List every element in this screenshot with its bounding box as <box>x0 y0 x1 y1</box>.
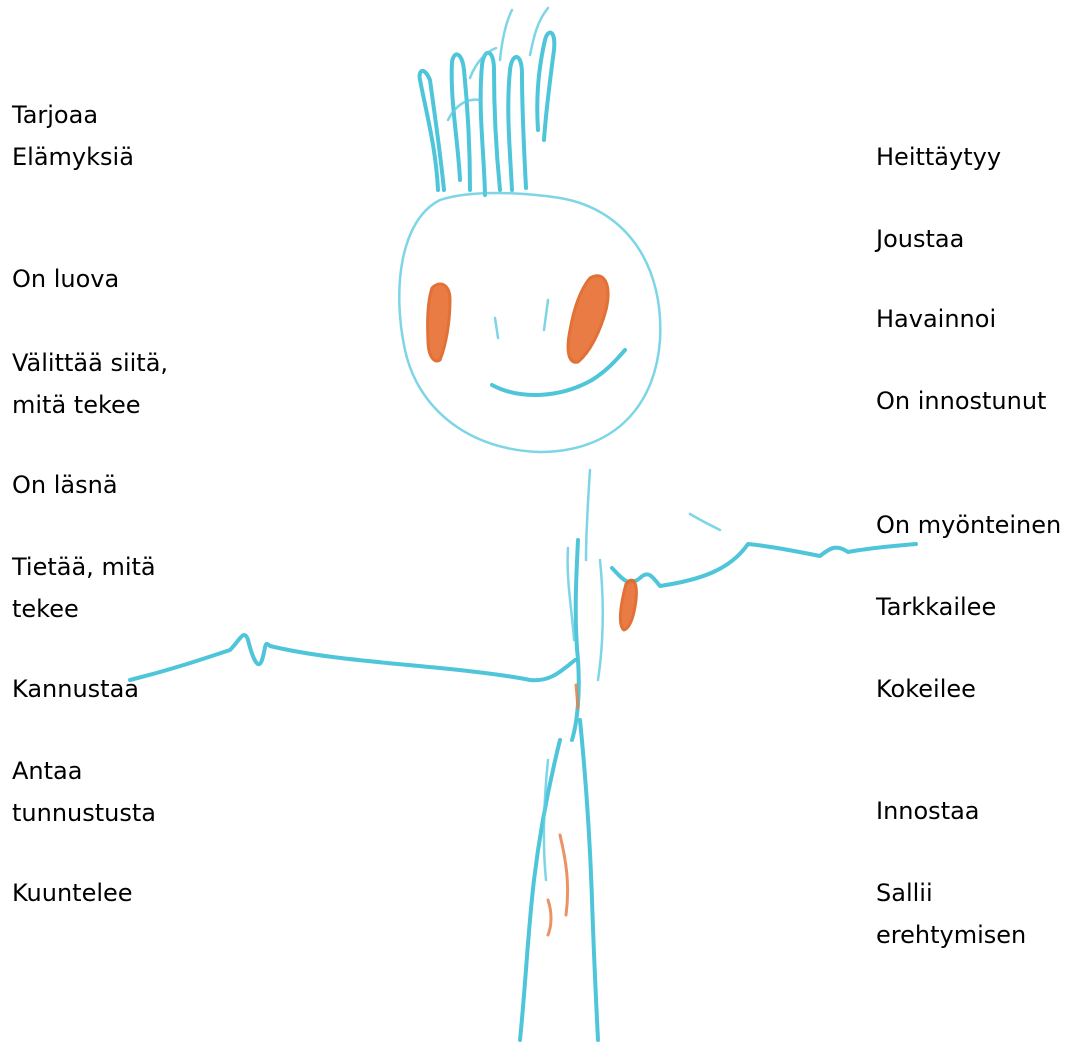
left-leg <box>520 740 560 1040</box>
left-arm <box>130 635 575 680</box>
label-kuuntelee: Kuuntelee <box>12 872 133 914</box>
right-arm <box>612 544 916 586</box>
label-joustaa: Joustaa <box>876 218 964 260</box>
smile <box>492 350 625 395</box>
right-cheek <box>568 276 608 362</box>
label-kokeilee: Kokeilee <box>876 668 976 710</box>
label-on-innostunut: On innostunut <box>876 380 1046 422</box>
left-cheek <box>428 284 450 361</box>
label-on-myonteinen: On myönteinen <box>876 504 1061 546</box>
label-antaa-tunnustusta: Antaa tunnustusta <box>12 750 156 834</box>
label-innostaa: Innostaa <box>876 790 980 832</box>
right-leg <box>580 720 598 1040</box>
label-on-lasna: On läsnä <box>12 464 118 506</box>
label-valittaa-siita: Välittää siitä, mitä tekee <box>12 342 168 426</box>
label-havainnoi: Havainnoi <box>876 298 996 340</box>
label-heittaytyy: Heittäytyy <box>876 136 1001 178</box>
label-sallii-erehtymisen: Sallii erehtymisen <box>876 872 1026 956</box>
torso-mark <box>620 580 636 630</box>
label-on-luova: On luova <box>12 258 119 300</box>
label-tietaa-mita-tekee: Tietää, mitä tekee <box>12 546 156 630</box>
label-tarjoaa-elamyksia: Tarjoaa Elämyksiä <box>12 94 134 178</box>
label-kannustaa: Kannustaa <box>12 668 139 710</box>
label-tarkkailee: Tarkkailee <box>876 586 996 628</box>
hair-strokes <box>420 8 555 195</box>
